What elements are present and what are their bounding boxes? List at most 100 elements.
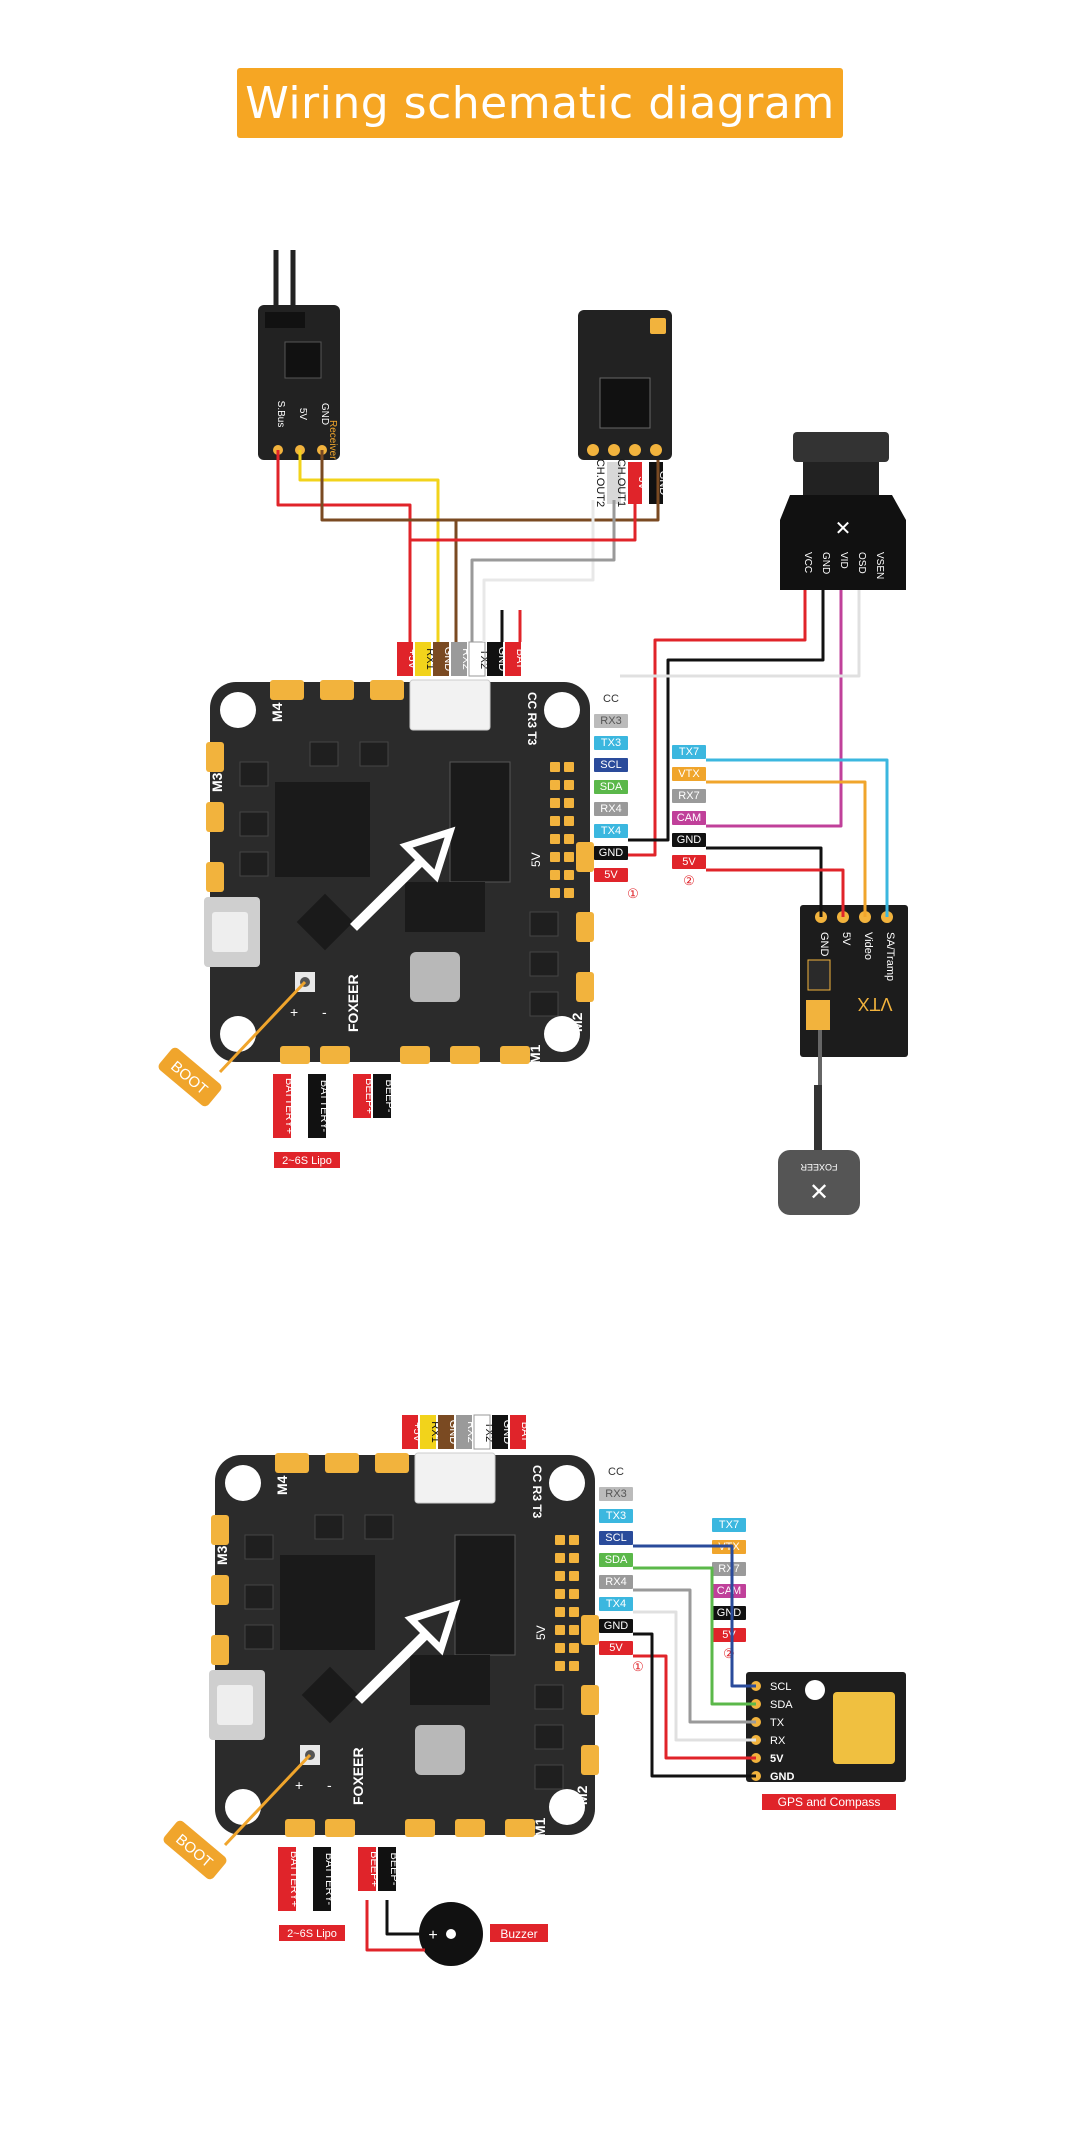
- vertical-label-5v: +5V: [402, 1415, 423, 1449]
- solder-pad: [405, 1819, 435, 1837]
- gps-hole: [805, 1680, 825, 1700]
- vertical-label-bg: [474, 1415, 490, 1449]
- elrs-pin: [587, 444, 599, 456]
- top-connector: [409, 679, 491, 731]
- gps-pin-label: TX: [770, 1717, 785, 1729]
- wire-vtx-tx7: [706, 758, 889, 917]
- solder-pad: [455, 1819, 485, 1837]
- solder-pad: [375, 1453, 409, 1473]
- small-pad: [564, 780, 574, 790]
- pad-label-text: SDA: [600, 781, 623, 793]
- small-pad: [550, 852, 560, 862]
- wire-gps-sda: [633, 1566, 756, 1706]
- pad-label-bg: [672, 767, 706, 781]
- brand-label: FOXEER: [350, 1747, 366, 1805]
- small-pad: [564, 852, 574, 862]
- gps-pin-label: GND: [770, 1771, 795, 1783]
- wire-beep-minus: [385, 1900, 419, 1936]
- driver-chip: [454, 1534, 516, 1656]
- camera-pin-label: VCC: [802, 552, 813, 573]
- minus-mark: -: [327, 1777, 332, 1793]
- mount-hole: [549, 1789, 585, 1825]
- antenna-body: [778, 1150, 860, 1215]
- small-pad: [569, 1535, 579, 1545]
- wire-vtx-gnd: [706, 846, 823, 917]
- pad-label-bg: [594, 692, 628, 706]
- motor-label-m1: M1: [532, 1817, 548, 1837]
- elrs-pin: [629, 444, 641, 456]
- vertical-label-text: BATTERY-: [323, 1853, 335, 1906]
- pad-label-rx4: RX4: [594, 802, 628, 816]
- small-pad: [550, 816, 560, 826]
- solder-pad: [325, 1453, 359, 1473]
- pad-label-bg: [712, 1562, 746, 1576]
- vertical-label-bg: [397, 642, 413, 676]
- vertical-label-bg: [451, 642, 467, 676]
- solder-pad: [270, 680, 304, 700]
- battery-note-bg: [279, 1925, 345, 1941]
- small-pad: [555, 1535, 565, 1545]
- mosfet: [534, 1764, 564, 1790]
- vertical-label-bg: [586, 462, 600, 504]
- solder-pad: [500, 1046, 530, 1064]
- vertical-label-bg: [402, 1415, 418, 1449]
- camera-pin-label: GND: [820, 552, 831, 574]
- pad-label-gnd: GND: [672, 833, 706, 847]
- pad-label-text: SDA: [605, 1554, 628, 1566]
- solder-pad: [320, 1046, 350, 1064]
- pad-label-bg: [599, 1597, 633, 1611]
- small-pad: [569, 1589, 579, 1599]
- vertical-label-beep: BEEP+: [358, 1847, 380, 1891]
- vertical-label-tx2: TX2: [474, 1415, 495, 1449]
- vertical-label-bg: [438, 1415, 454, 1449]
- vertical-label-gnd: GND: [438, 1415, 459, 1449]
- vertical-label-beep: BEEP-: [373, 1074, 395, 1118]
- mosfet: [244, 1584, 274, 1610]
- gps-antenna: [833, 1692, 895, 1764]
- small-pad: [564, 870, 574, 880]
- small-pad: [564, 816, 574, 826]
- pad-label-text: SCL: [600, 759, 621, 771]
- inductor: [415, 1725, 465, 1775]
- camera-lens-ring: [793, 432, 889, 462]
- wire-beep-plus: [365, 1900, 425, 1952]
- vertical-label-text: BEEP+: [363, 1078, 375, 1114]
- pad-label-text: CC: [603, 693, 619, 705]
- vertical-label-bg: [505, 642, 521, 676]
- small-pad: [569, 1553, 579, 1563]
- small-pad: [569, 1607, 579, 1617]
- title-banner: Wiring schematic diagram: [237, 68, 843, 138]
- solder-pad: [400, 1046, 430, 1064]
- pad-label-bg: [599, 1619, 633, 1633]
- pad-label-bg: [594, 846, 628, 860]
- vertical-label-bg: [373, 1074, 391, 1118]
- pad-label-cam: CAM: [712, 1584, 746, 1598]
- small-pad: [555, 1571, 565, 1581]
- circle-mark-2: ②: [723, 1646, 735, 1661]
- vertical-label-text: 5V: [636, 476, 648, 490]
- vertical-label-beep: BEEP+: [353, 1074, 375, 1118]
- solder-pad: [280, 1046, 310, 1064]
- vertical-label-bg: [278, 1847, 296, 1911]
- pad-label-text: GND: [599, 847, 624, 859]
- pad-label-text: RX3: [600, 715, 621, 727]
- vertical-label-bg: [313, 1847, 331, 1911]
- receiver-pin-label: 5V: [297, 408, 308, 421]
- chip: [405, 882, 485, 932]
- mosfet: [239, 851, 269, 877]
- mosfet: [529, 991, 559, 1017]
- solder-pad: [576, 842, 594, 872]
- motor-label-m3: M3: [209, 772, 225, 792]
- pad-label-bg: [672, 855, 706, 869]
- mount-hole: [225, 1789, 261, 1825]
- motor-label-m3: M3: [214, 1545, 230, 1565]
- buzzer-plus: +: [428, 1927, 437, 1944]
- small-pad: [564, 834, 574, 844]
- pad-label-bg: [594, 824, 628, 838]
- vertical-label-bg: [353, 1074, 371, 1118]
- mosfet: [534, 1684, 564, 1710]
- pad-label-gnd: GND: [594, 846, 628, 860]
- wire-rx2: [470, 500, 616, 642]
- boot-wire: [218, 980, 307, 1074]
